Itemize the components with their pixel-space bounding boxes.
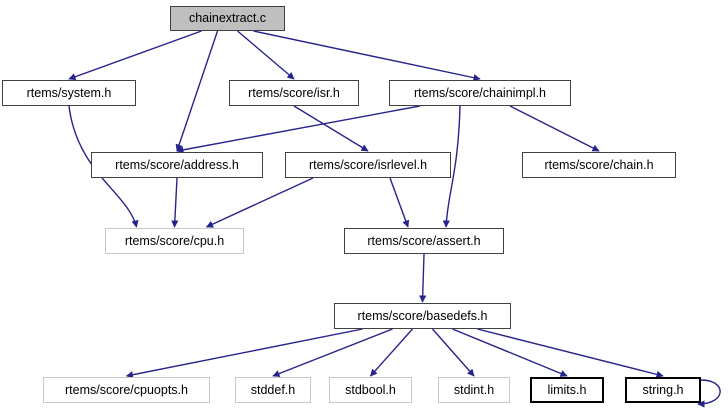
graph-node-stdbool[interactable]: stdbool.h	[329, 377, 412, 403]
graph-node-cpu[interactable]: rtems/score/cpu.h	[105, 228, 244, 254]
graph-node-system[interactable]: rtems/system.h	[2, 80, 136, 106]
graph-node-label: stdbool.h	[345, 382, 396, 397]
graph-node-label: limits.h	[547, 382, 587, 397]
graph-node-string[interactable]: string.h	[625, 377, 701, 403]
graph-node-label: rtems/score/address.h	[115, 157, 239, 172]
graph-node-label: rtems/score/cpuopts.h	[65, 382, 188, 397]
graph-node-label: rtems/score/isr.h	[248, 85, 340, 100]
graph-node-chainimpl[interactable]: rtems/score/chainimpl.h	[389, 80, 571, 106]
graph-node-stddef[interactable]: stddef.h	[235, 377, 311, 403]
graph-node-basedefs[interactable]: rtems/score/basedefs.h	[334, 303, 511, 329]
graph-node-label: rtems/score/assert.h	[367, 233, 481, 248]
graph-node-label: stddef.h	[250, 382, 296, 397]
graph-node-isr[interactable]: rtems/score/isr.h	[229, 80, 359, 106]
graph-node-label: chainextract.c	[188, 11, 267, 26]
graph-node-label: stdint.h	[453, 382, 495, 397]
graph-node-assert[interactable]: rtems/score/assert.h	[344, 228, 504, 254]
graph-node-label: rtems/score/isrlevel.h	[308, 157, 428, 172]
graph-node-chain[interactable]: rtems/score/chain.h	[522, 152, 676, 178]
graph-node-label: rtems/score/chain.h	[544, 157, 654, 172]
graph-node-label: string.h	[642, 382, 684, 397]
graph-node-isrlevel[interactable]: rtems/score/isrlevel.h	[285, 152, 451, 178]
graph-node-label: rtems/score/chainimpl.h	[414, 85, 546, 100]
graph-node-label: rtems/score/cpu.h	[124, 233, 225, 248]
graph-node-address[interactable]: rtems/score/address.h	[91, 152, 263, 178]
graph-node-label: rtems/score/basedefs.h	[357, 308, 488, 323]
graph-node-chainextract[interactable]: chainextract.c	[170, 6, 285, 31]
graph-node-label: rtems/system.h	[26, 85, 112, 100]
graph-node-stdint[interactable]: stdint.h	[438, 377, 510, 403]
graph-node-limits[interactable]: limits.h	[530, 377, 604, 403]
graph-node-cpuopts[interactable]: rtems/score/cpuopts.h	[43, 377, 210, 403]
